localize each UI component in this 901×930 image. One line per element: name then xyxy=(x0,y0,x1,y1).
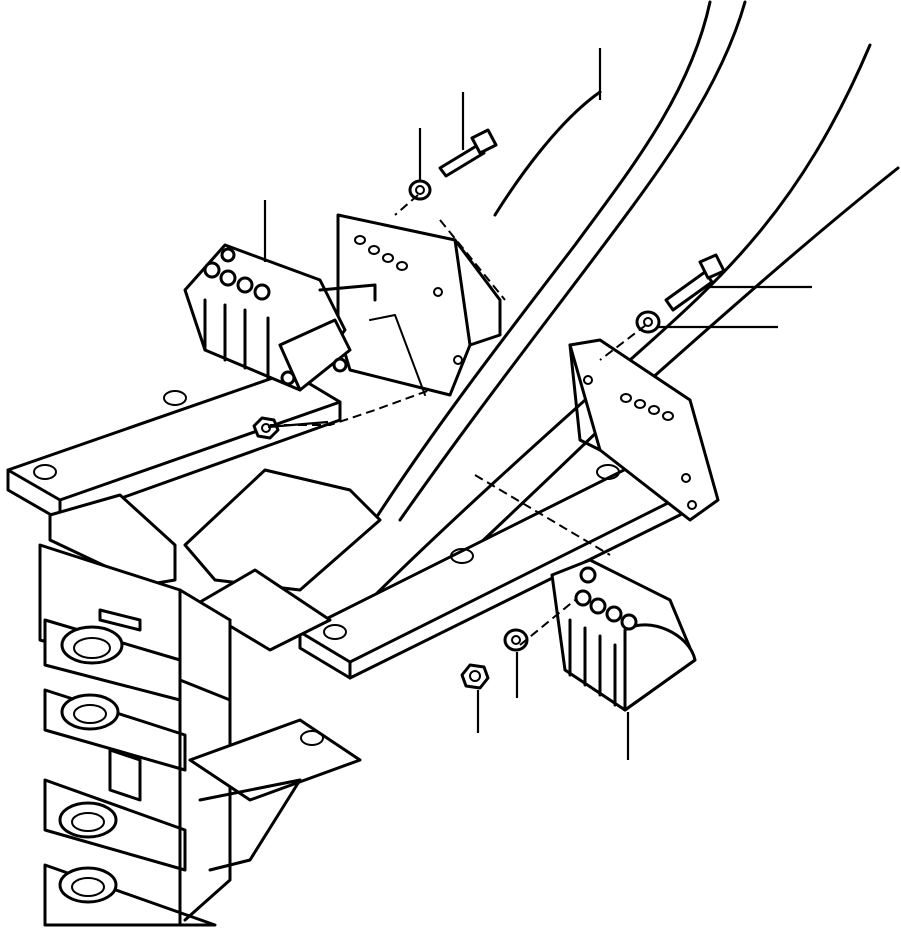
bolt-right xyxy=(664,253,726,312)
callout-leaders xyxy=(263,48,812,760)
bracket-right xyxy=(568,338,720,522)
washer-lower xyxy=(503,628,529,652)
valve-block-upper xyxy=(183,243,377,392)
valve-block-lower xyxy=(550,558,697,712)
bolt-upper xyxy=(438,128,498,178)
washer-upper xyxy=(408,179,432,201)
bracket-upper xyxy=(336,213,502,397)
leader-tube-lower xyxy=(267,420,329,429)
nut-lower xyxy=(460,663,490,690)
nut-mid xyxy=(252,416,280,440)
